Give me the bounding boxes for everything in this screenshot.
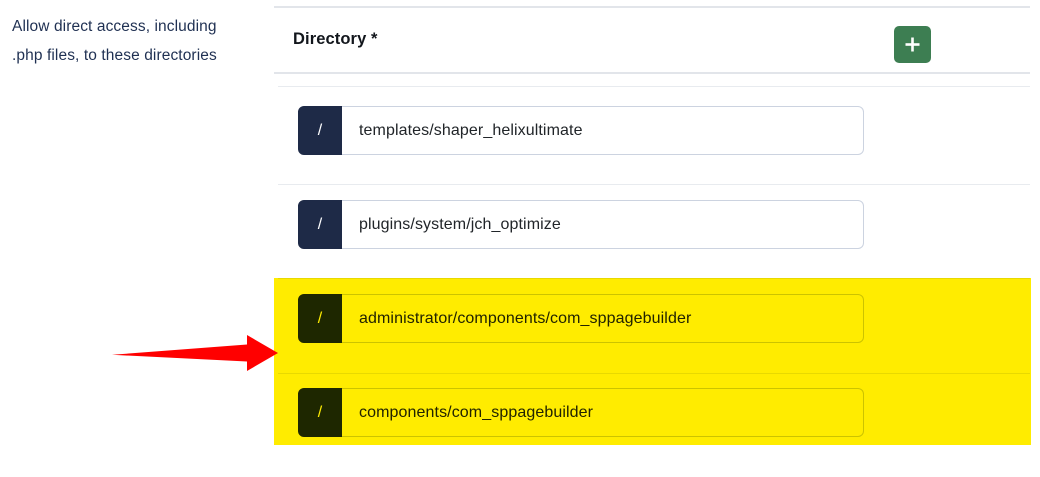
slash-prefix-icon: / xyxy=(298,294,342,343)
row-divider xyxy=(278,184,1030,185)
directory-input[interactable]: components/com_sppagebuilder xyxy=(342,388,864,437)
directory-input[interactable]: administrator/components/com_sppagebuild… xyxy=(342,294,864,343)
table-row: / templates/shaper_helixultimate xyxy=(274,100,1040,195)
row-divider xyxy=(278,373,1030,374)
slash-prefix-icon: / xyxy=(298,388,342,437)
directory-input-group[interactable]: / administrator/components/com_sppagebui… xyxy=(298,294,864,343)
row-divider xyxy=(278,278,1030,279)
directory-repeatable-panel: Directory * / templates/shaper_helixulti… xyxy=(274,6,1040,451)
panel-sub-rule xyxy=(278,86,1030,87)
panel-header-rule xyxy=(274,72,1030,74)
add-directory-button[interactable] xyxy=(894,26,931,63)
table-row: / administrator/components/com_sppagebui… xyxy=(274,288,1040,383)
annotation-arrow-icon xyxy=(112,335,278,371)
directory-input-group[interactable]: / plugins/system/jch_optimize xyxy=(298,200,864,249)
page-title: Directory * xyxy=(293,30,378,48)
field-description-label: Allow direct access, including .php file… xyxy=(12,12,260,70)
field-description-line-2: .php files, to these directories xyxy=(12,47,217,64)
table-row: / plugins/system/jch_optimize xyxy=(274,194,1040,289)
directory-input[interactable]: plugins/system/jch_optimize xyxy=(342,200,864,249)
directory-input[interactable]: templates/shaper_helixultimate xyxy=(342,106,864,155)
directory-input-group[interactable]: / templates/shaper_helixultimate xyxy=(298,106,864,155)
slash-prefix-icon: / xyxy=(298,106,342,155)
table-row: / components/com_sppagebuilder xyxy=(274,382,1040,477)
plus-icon xyxy=(904,36,921,53)
slash-prefix-icon: / xyxy=(298,200,342,249)
panel-header: Directory * xyxy=(274,8,1030,72)
field-description-line-1: Allow direct access, including xyxy=(12,18,217,35)
panel-top-rule xyxy=(274,6,1030,8)
directory-input-group[interactable]: / components/com_sppagebuilder xyxy=(298,388,864,437)
